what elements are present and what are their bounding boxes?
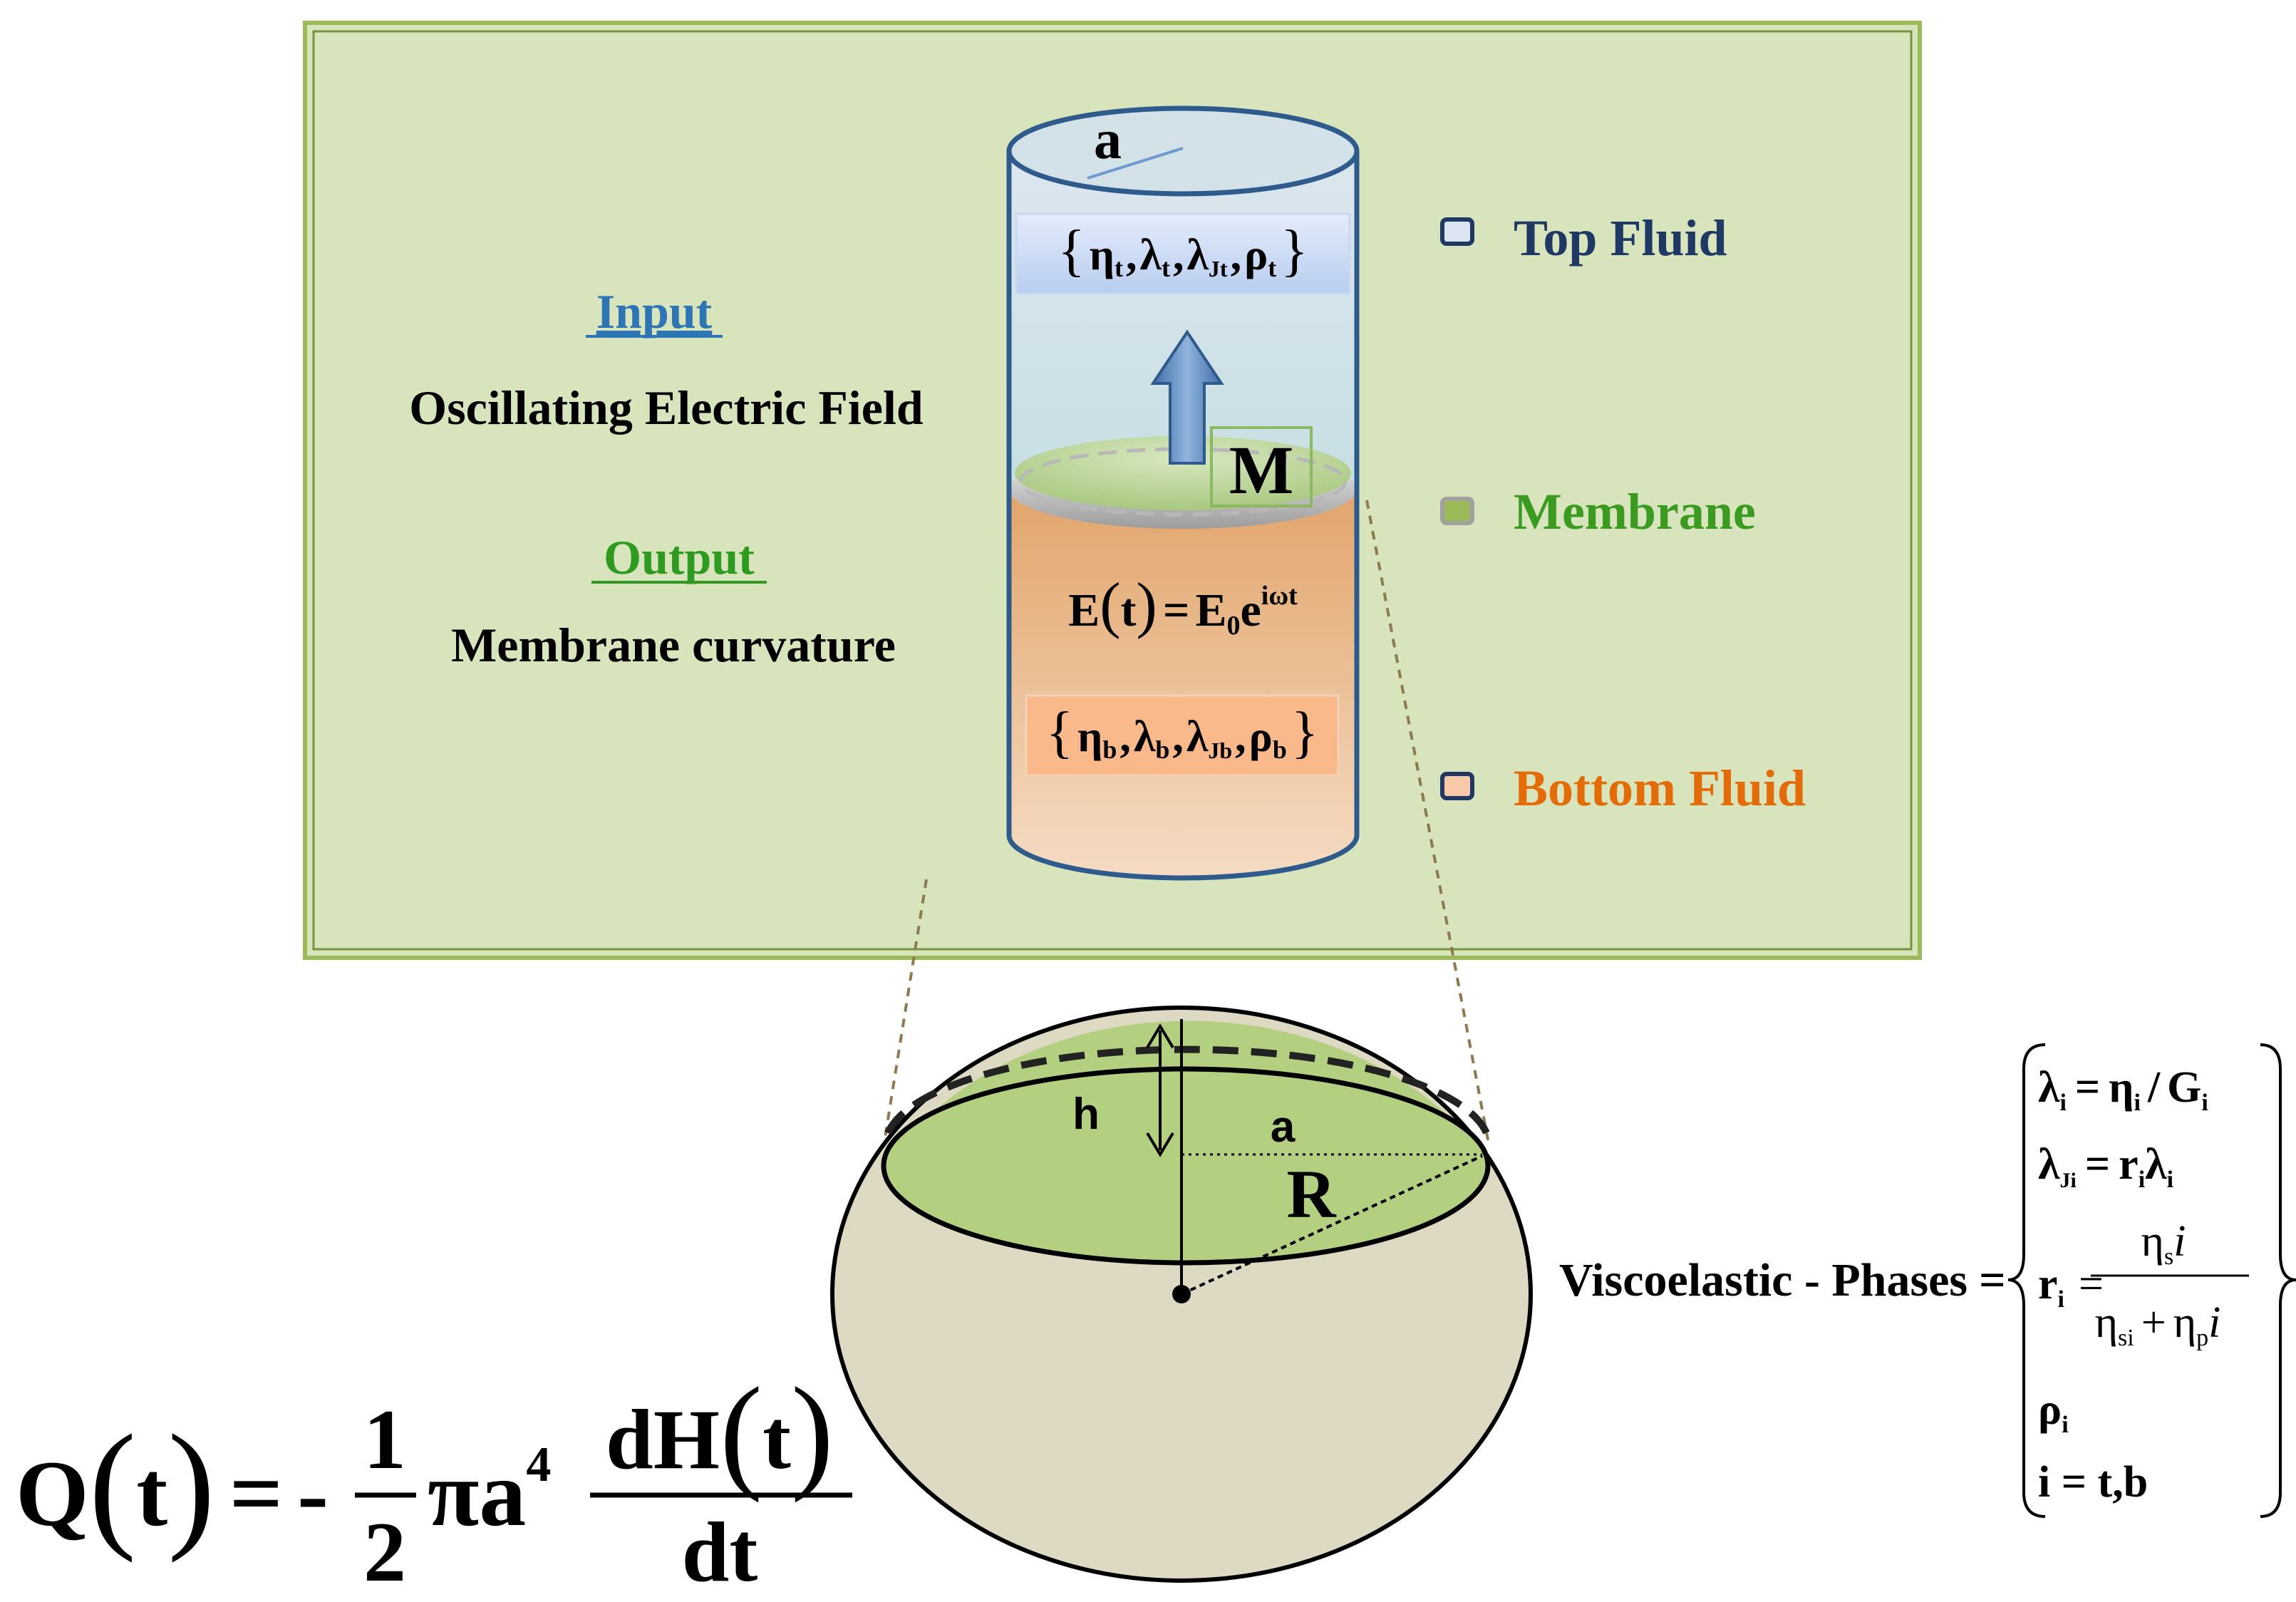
radius-line [1087, 147, 1184, 180]
flux-equation: Q(t)=- 1 2 πa4 dH(t) dt [16, 1361, 852, 1599]
output-text: Membrane curvature [451, 618, 896, 672]
membrane-label: M [1229, 432, 1294, 508]
input-heading: Input [596, 284, 713, 339]
flux-eq-den: 2 [363, 1504, 406, 1599]
viscoelastic-phases: Viscoelastic - Phases= λi=ηi/Gi λJi=riλi… [1559, 1043, 2296, 1518]
phase-line-1: λi=ηi/Gi [2038, 1063, 2208, 1116]
radius-label: a [1094, 108, 1122, 170]
legend-bottom-fluid: Bottom Fluid [1514, 760, 1806, 817]
cylinder-bottom-edge [1006, 834, 1360, 881]
radius-a-label: a [1271, 1102, 1296, 1152]
phase-line-2: λJi=riλi [2038, 1140, 2173, 1193]
phases-right-brace-bottom [2260, 1278, 2296, 1518]
height-arrow-down-icon [1146, 1132, 1174, 1157]
phases-label: Viscoelastic - Phases= [1559, 1254, 2006, 1306]
membrane-dashed-edge [1018, 447, 1348, 517]
phase-line-3-num: ηsi [2141, 1217, 2186, 1270]
phase-line-3-den: ηsi+ηpi [2095, 1298, 2221, 1351]
phase-line-5: i = t,b [2038, 1458, 2148, 1507]
sphere-center [1172, 1285, 1191, 1303]
phase-line-4: ρi [2038, 1385, 2069, 1438]
panel-inner-border [312, 30, 1913, 951]
legend-top-fluid: Top Fluid [1514, 210, 1727, 267]
field-equation: E(t)=E0eiωt [1068, 571, 1298, 641]
top-params-box [1015, 212, 1351, 295]
phases-right-brace-top [2260, 1043, 2296, 1281]
cap-dashed-rim [884, 1045, 1490, 1135]
top-params: {ηt,λt,λJt,ρt} [1057, 219, 1308, 282]
legend-membrane-swatch [1440, 497, 1474, 525]
flux-eq-lhs: Q(t)=- [16, 1406, 329, 1564]
legend-bottom-fluid-swatch [1440, 772, 1474, 800]
cylinder: a M {ηt,λt,λJt,ρt} E(t)=E0eiωt {ηb,λb,λJ… [1006, 105, 1360, 881]
flux-eq-num: 1 [363, 1392, 406, 1487]
legend-top-fluid-swatch [1440, 217, 1474, 246]
legend-membrane: Membrane [1514, 483, 1756, 540]
flux-eq-dt: dt [682, 1504, 758, 1599]
phases-left-brace [2007, 1043, 2046, 1518]
height-label: h [1072, 1090, 1100, 1139]
bottom-params: {ηb,λb,λJb,ρb} [1046, 701, 1319, 764]
output-heading: Output [604, 530, 755, 584]
legend: Top Fluid Membrane Bottom Fluid [1440, 210, 1806, 817]
field-arrow-icon [1150, 329, 1224, 465]
radius-R-line [1181, 1154, 1483, 1296]
phase-line-3-lhs: ri= [2038, 1260, 2104, 1313]
zoom-line-left [884, 879, 928, 1138]
cap-base-ellipse [881, 1066, 1491, 1266]
cylinder-top-ellipse [1006, 105, 1360, 197]
input-text: Oscillating Electric Field [409, 381, 924, 435]
membrane-zoom-box [1210, 426, 1313, 507]
bottom-fluid-body [1009, 493, 1357, 878]
bottom-params-box [1025, 694, 1340, 777]
radius-R-label: R [1286, 1156, 1337, 1232]
zoom-line-right [1365, 500, 1491, 1148]
flux-eq-pi-a: πa4 [428, 1437, 551, 1546]
spherical-cap-detail: h a R [830, 1006, 1533, 1583]
height-arrow-up-icon [1146, 1023, 1174, 1049]
flux-eq-dH: dH(t) [606, 1361, 834, 1503]
